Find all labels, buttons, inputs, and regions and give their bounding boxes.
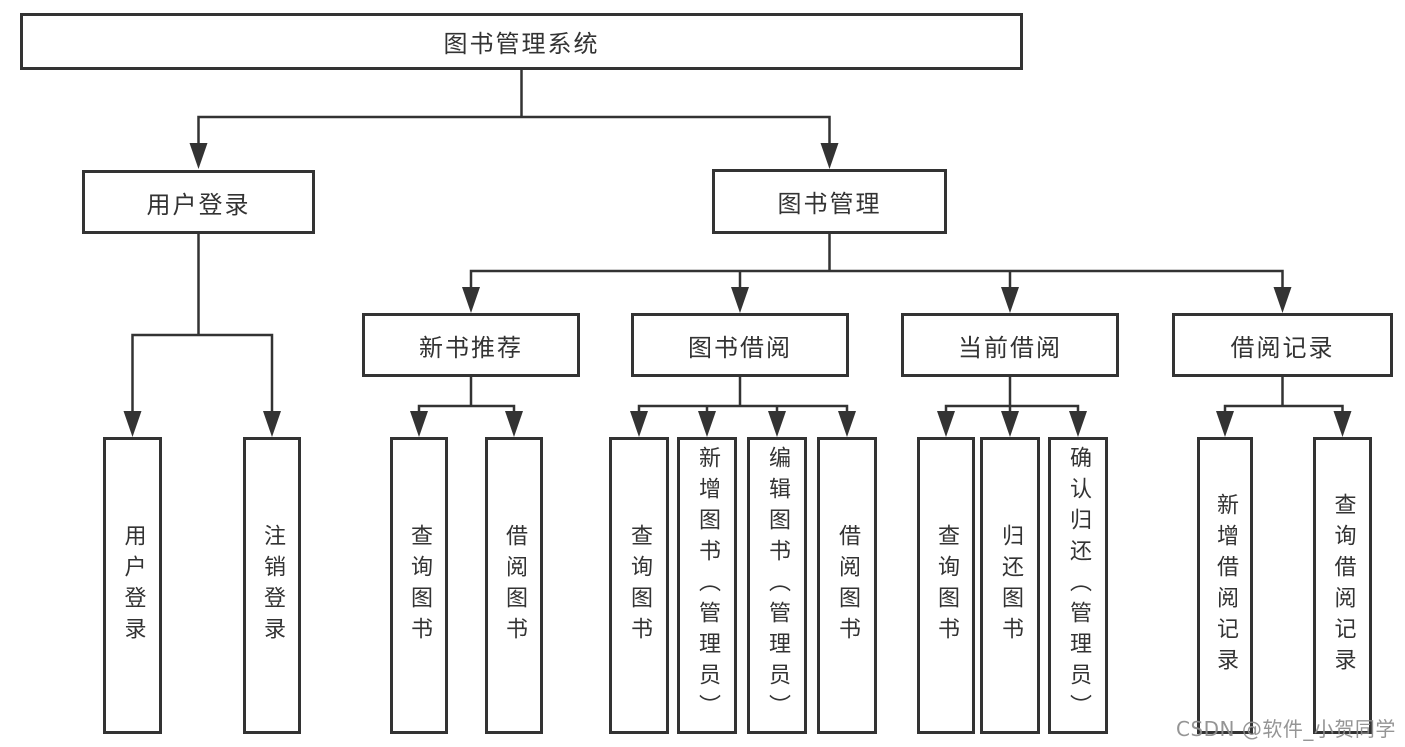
arrowhead-icon [505, 411, 523, 437]
csdn-watermark: CSDN @软件_小贺同学 [1176, 717, 1396, 741]
node-borrow-records: 借阅记录 [1172, 313, 1393, 377]
arrowhead-icon [820, 143, 839, 169]
arrowhead-icon [698, 411, 716, 437]
arrowhead-icon [768, 411, 786, 437]
arrowhead-icon [462, 287, 480, 313]
node-root-library-system: 图书管理系统 [20, 13, 1023, 70]
arrowhead-icon [189, 143, 208, 169]
leaf-edit-book-admin: 编辑图书（管理员） [747, 437, 807, 734]
node-book-borrow: 图书借阅 [631, 313, 849, 377]
leaf-confirm-return-admin: 确认归还（管理员） [1048, 437, 1108, 734]
arrowhead-icon [1001, 411, 1019, 437]
leaf-return-books: 归还图书 [980, 437, 1040, 734]
arrowhead-icon [1333, 411, 1352, 437]
arrowhead-icon [838, 411, 856, 437]
leaf-add-borrow-record: 新增借阅记录 [1197, 437, 1253, 734]
leaf-borrow-query-books: 查询图书 [609, 437, 669, 734]
arrowhead-icon [123, 411, 142, 437]
leaf-borrow-borrow-books: 借阅图书 [817, 437, 877, 734]
arrowhead-icon [410, 411, 428, 437]
leaf-user-login: 用户登录 [103, 437, 162, 734]
arrowhead-icon [1069, 411, 1087, 437]
leaf-query-borrow-record: 查询借阅记录 [1313, 437, 1372, 734]
arrowhead-icon [937, 411, 955, 437]
leaf-logout: 注销登录 [243, 437, 301, 734]
node-user-login: 用户登录 [82, 170, 315, 234]
leaf-recommend-borrow-books: 借阅图书 [485, 437, 543, 734]
arrowhead-icon [1273, 287, 1292, 313]
leaf-add-book-admin: 新增图书（管理员） [677, 437, 737, 734]
arrowhead-icon [263, 411, 281, 437]
node-current-borrow: 当前借阅 [901, 313, 1119, 377]
arrowhead-icon [630, 411, 648, 437]
arrowhead-icon [1001, 287, 1019, 313]
arrowhead-icon [731, 287, 749, 313]
node-book-management: 图书管理 [712, 169, 947, 234]
leaf-recommend-query-books: 查询图书 [390, 437, 448, 734]
leaf-current-query-books: 查询图书 [917, 437, 975, 734]
node-new-book-recommend: 新书推荐 [362, 313, 580, 377]
arrowhead-icon [1216, 411, 1234, 437]
